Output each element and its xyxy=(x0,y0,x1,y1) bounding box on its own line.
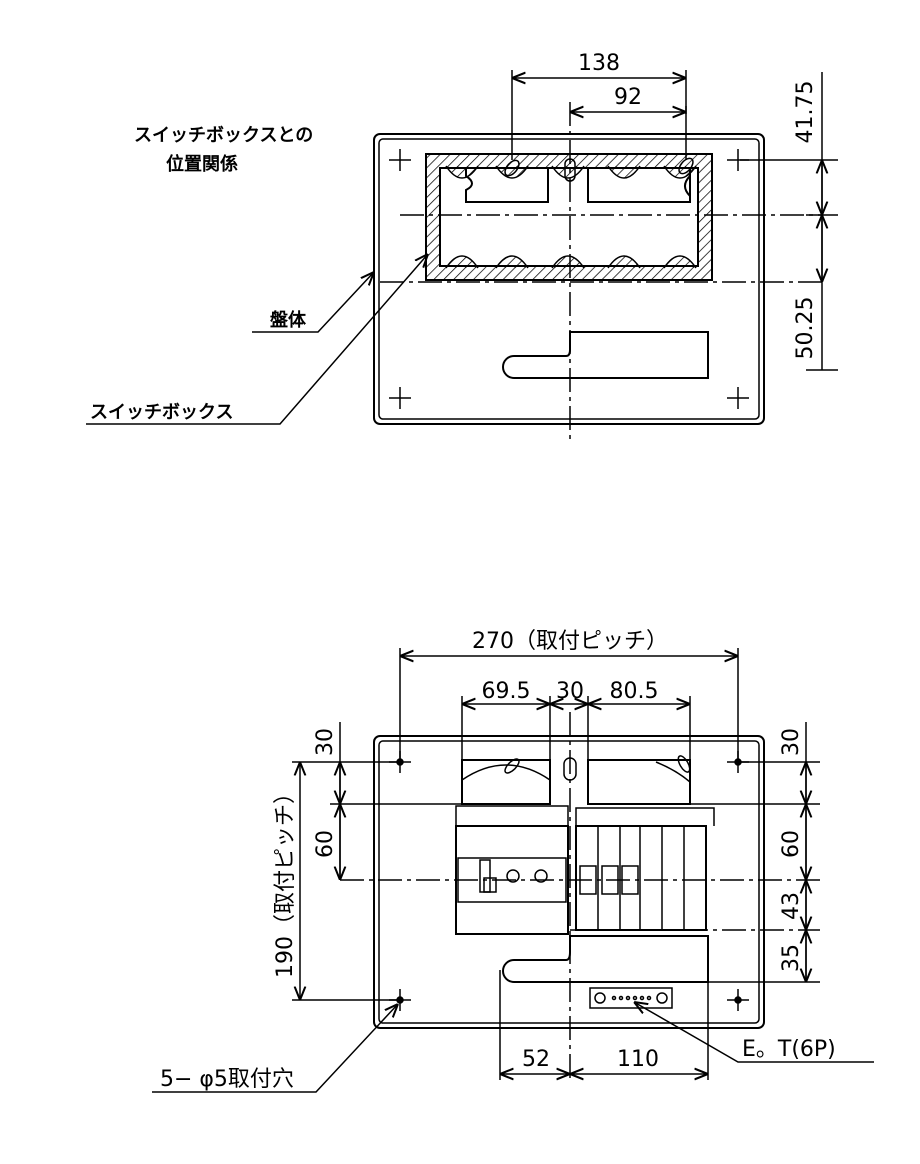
leader-body xyxy=(252,272,374,333)
top-title-line2: 位置関係 xyxy=(166,153,238,175)
dim-30-mid: 30 xyxy=(556,679,584,704)
dim-92: 92 xyxy=(614,85,642,110)
bottom-view: 270（取付ピッチ） 69.5 30 80.5 190（取付ピッチ） 30 60 xyxy=(152,629,874,1093)
bottom-knockout-left xyxy=(461,759,551,805)
dim-69-5: 69.5 xyxy=(482,679,531,704)
dim-30-right: 30 xyxy=(779,728,804,756)
leader-et xyxy=(634,1002,874,1063)
top-keyhole xyxy=(564,158,576,182)
dim-138: 138 xyxy=(578,51,620,76)
label-switchbox: スイッチボックス xyxy=(90,402,233,423)
dim-110: 110 xyxy=(617,1047,659,1072)
bottom-panel-outline xyxy=(373,735,765,1029)
dim-270: 270（取付ピッチ） xyxy=(472,629,668,654)
bottom-knockout-right xyxy=(587,759,691,805)
top-knockout-right xyxy=(587,167,691,203)
label-et: E。T(6P) xyxy=(742,1037,836,1062)
dim-60-right: 60 xyxy=(779,830,804,858)
top-bottom-slot xyxy=(502,331,709,379)
dim-190: 190（取付ピッチ） xyxy=(273,782,298,978)
label-holes: 5− φ5取付穴 xyxy=(160,1067,294,1092)
dim-60-left: 60 xyxy=(313,830,338,858)
dim-80-5: 80.5 xyxy=(610,679,659,704)
leader-switchbox xyxy=(86,254,428,425)
earth-terminal xyxy=(589,987,673,1009)
bottom-keyhole xyxy=(563,757,577,781)
top-knockout-left xyxy=(465,167,549,203)
label-body: 盤体 xyxy=(270,309,307,331)
dim-30-left: 30 xyxy=(313,728,338,756)
dim-50-25: 50.25 xyxy=(793,297,818,360)
top-mount-crosses xyxy=(389,149,749,409)
dim-41-75: 41.75 xyxy=(793,81,818,144)
top-panel-inner xyxy=(378,138,760,420)
bottom-slot xyxy=(502,935,709,983)
leader-holes xyxy=(152,1004,398,1093)
dim-52: 52 xyxy=(522,1047,550,1072)
top-slot-right xyxy=(678,157,694,175)
top-slot-left xyxy=(504,159,520,177)
bottom-panel-inner xyxy=(378,740,760,1024)
dim-43: 43 xyxy=(779,892,804,920)
top-title-line1: スイッチボックスとの xyxy=(134,125,313,146)
top-view: 138 92 41.75 50.25 スイッチボックスとの 位置関係 盤体 スイ… xyxy=(86,51,838,444)
dim-35: 35 xyxy=(779,944,804,972)
